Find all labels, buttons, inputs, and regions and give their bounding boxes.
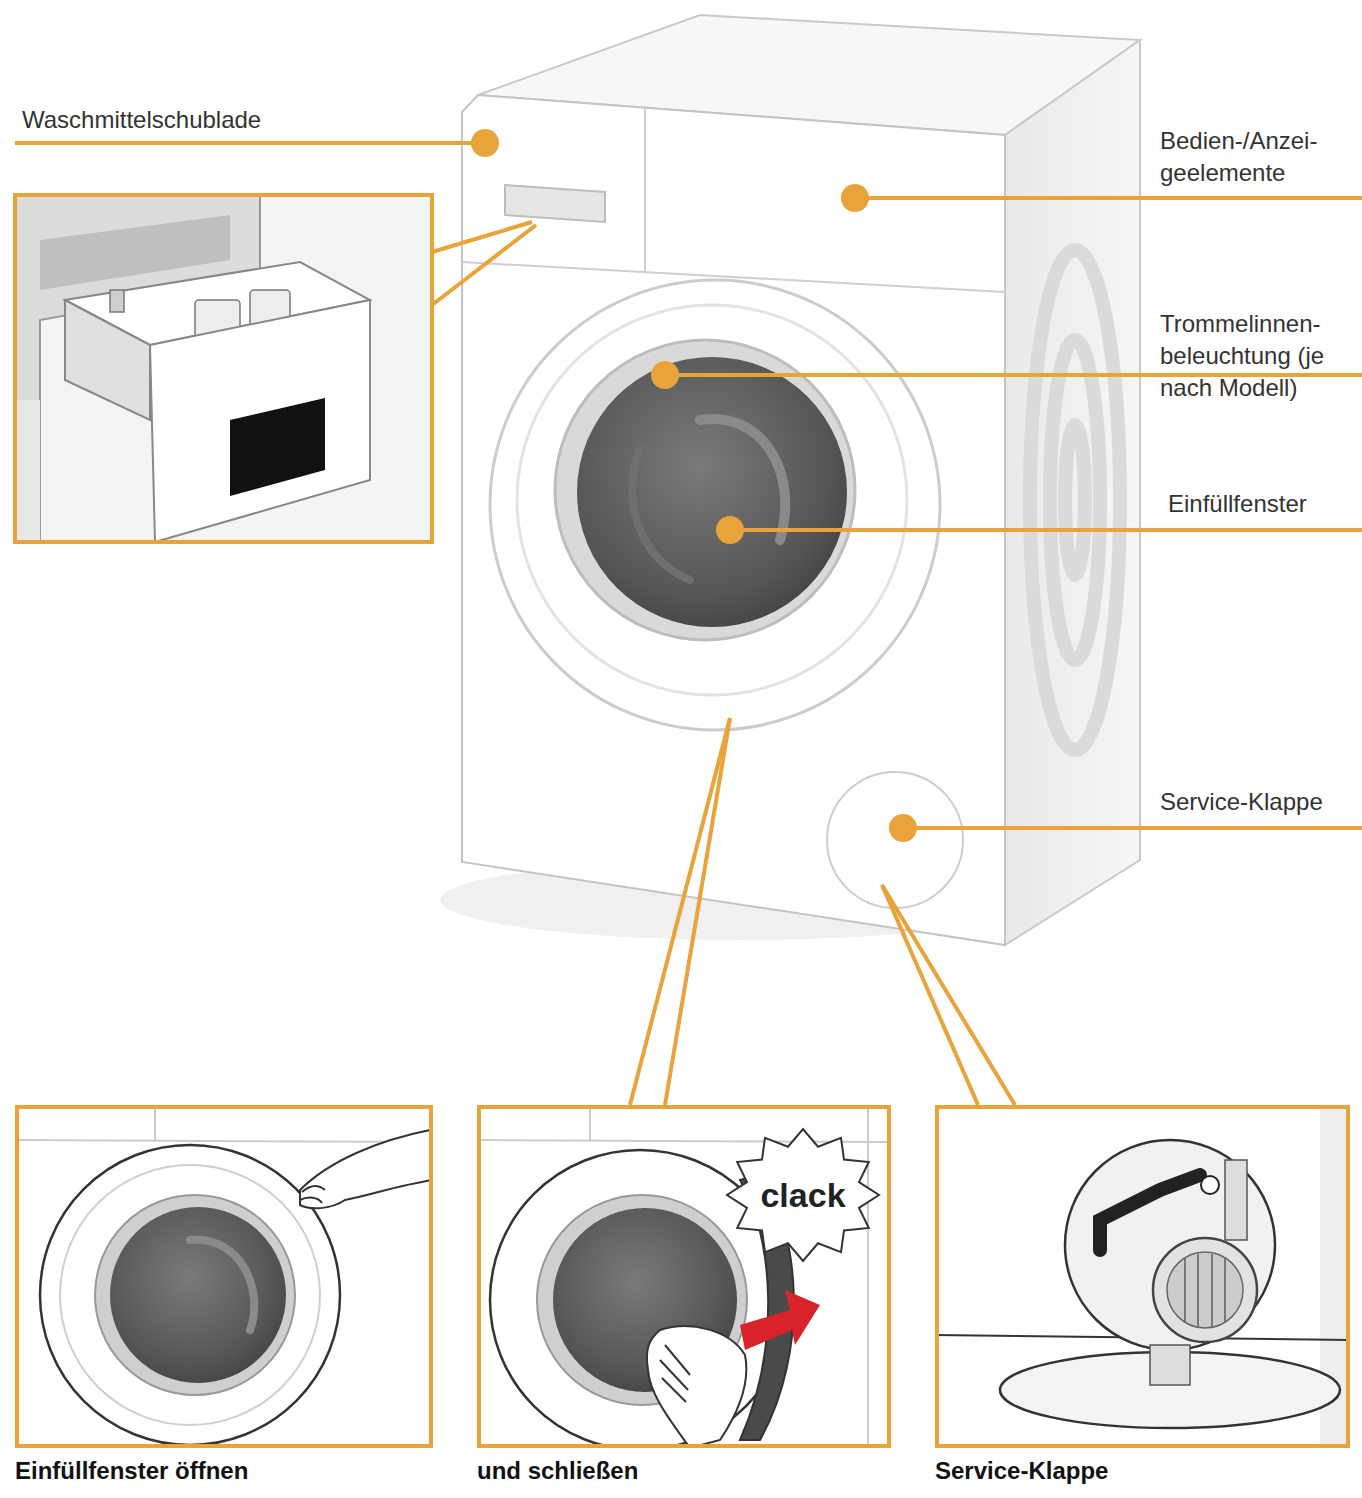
sound-burst: clack [725, 1127, 881, 1263]
close-door-art [477, 1105, 891, 1448]
service-flap-art [935, 1105, 1350, 1448]
step-panel: Service-Klappe [935, 1105, 1350, 1490]
inset-frame [15, 195, 432, 542]
drawer-handle [505, 185, 605, 222]
open-door-art [15, 1105, 433, 1448]
drawer-inset [15, 195, 432, 542]
leader-dots [471, 129, 917, 842]
sound-word: clack [725, 1127, 881, 1263]
machine-body [440, 15, 1140, 945]
panel-frame [15, 1105, 433, 1448]
side-pattern [1030, 250, 1120, 750]
leader-lines [15, 143, 1362, 1105]
panel-caption: und schließen [477, 1456, 638, 1486]
part-label: Service-Klappe [1160, 786, 1360, 818]
step-panel: Einfüllfenster öffnen [15, 1105, 433, 1490]
service-flap [827, 772, 963, 908]
panel-caption: Einfüllfenster öffnen [15, 1456, 248, 1486]
door [490, 280, 940, 730]
part-label: Bedien-/Anzei- geelemente [1160, 125, 1350, 189]
step-panel: und schließen clack [477, 1105, 891, 1490]
part-label: Trommelinnen- beleuchtung (je nach Model… [1160, 308, 1355, 404]
part-label: Waschmittelschublade [22, 104, 342, 136]
part-label: Einfüllfenster [1168, 488, 1358, 520]
panel-caption: Service-Klappe [935, 1456, 1108, 1486]
panel-frame [935, 1105, 1350, 1448]
